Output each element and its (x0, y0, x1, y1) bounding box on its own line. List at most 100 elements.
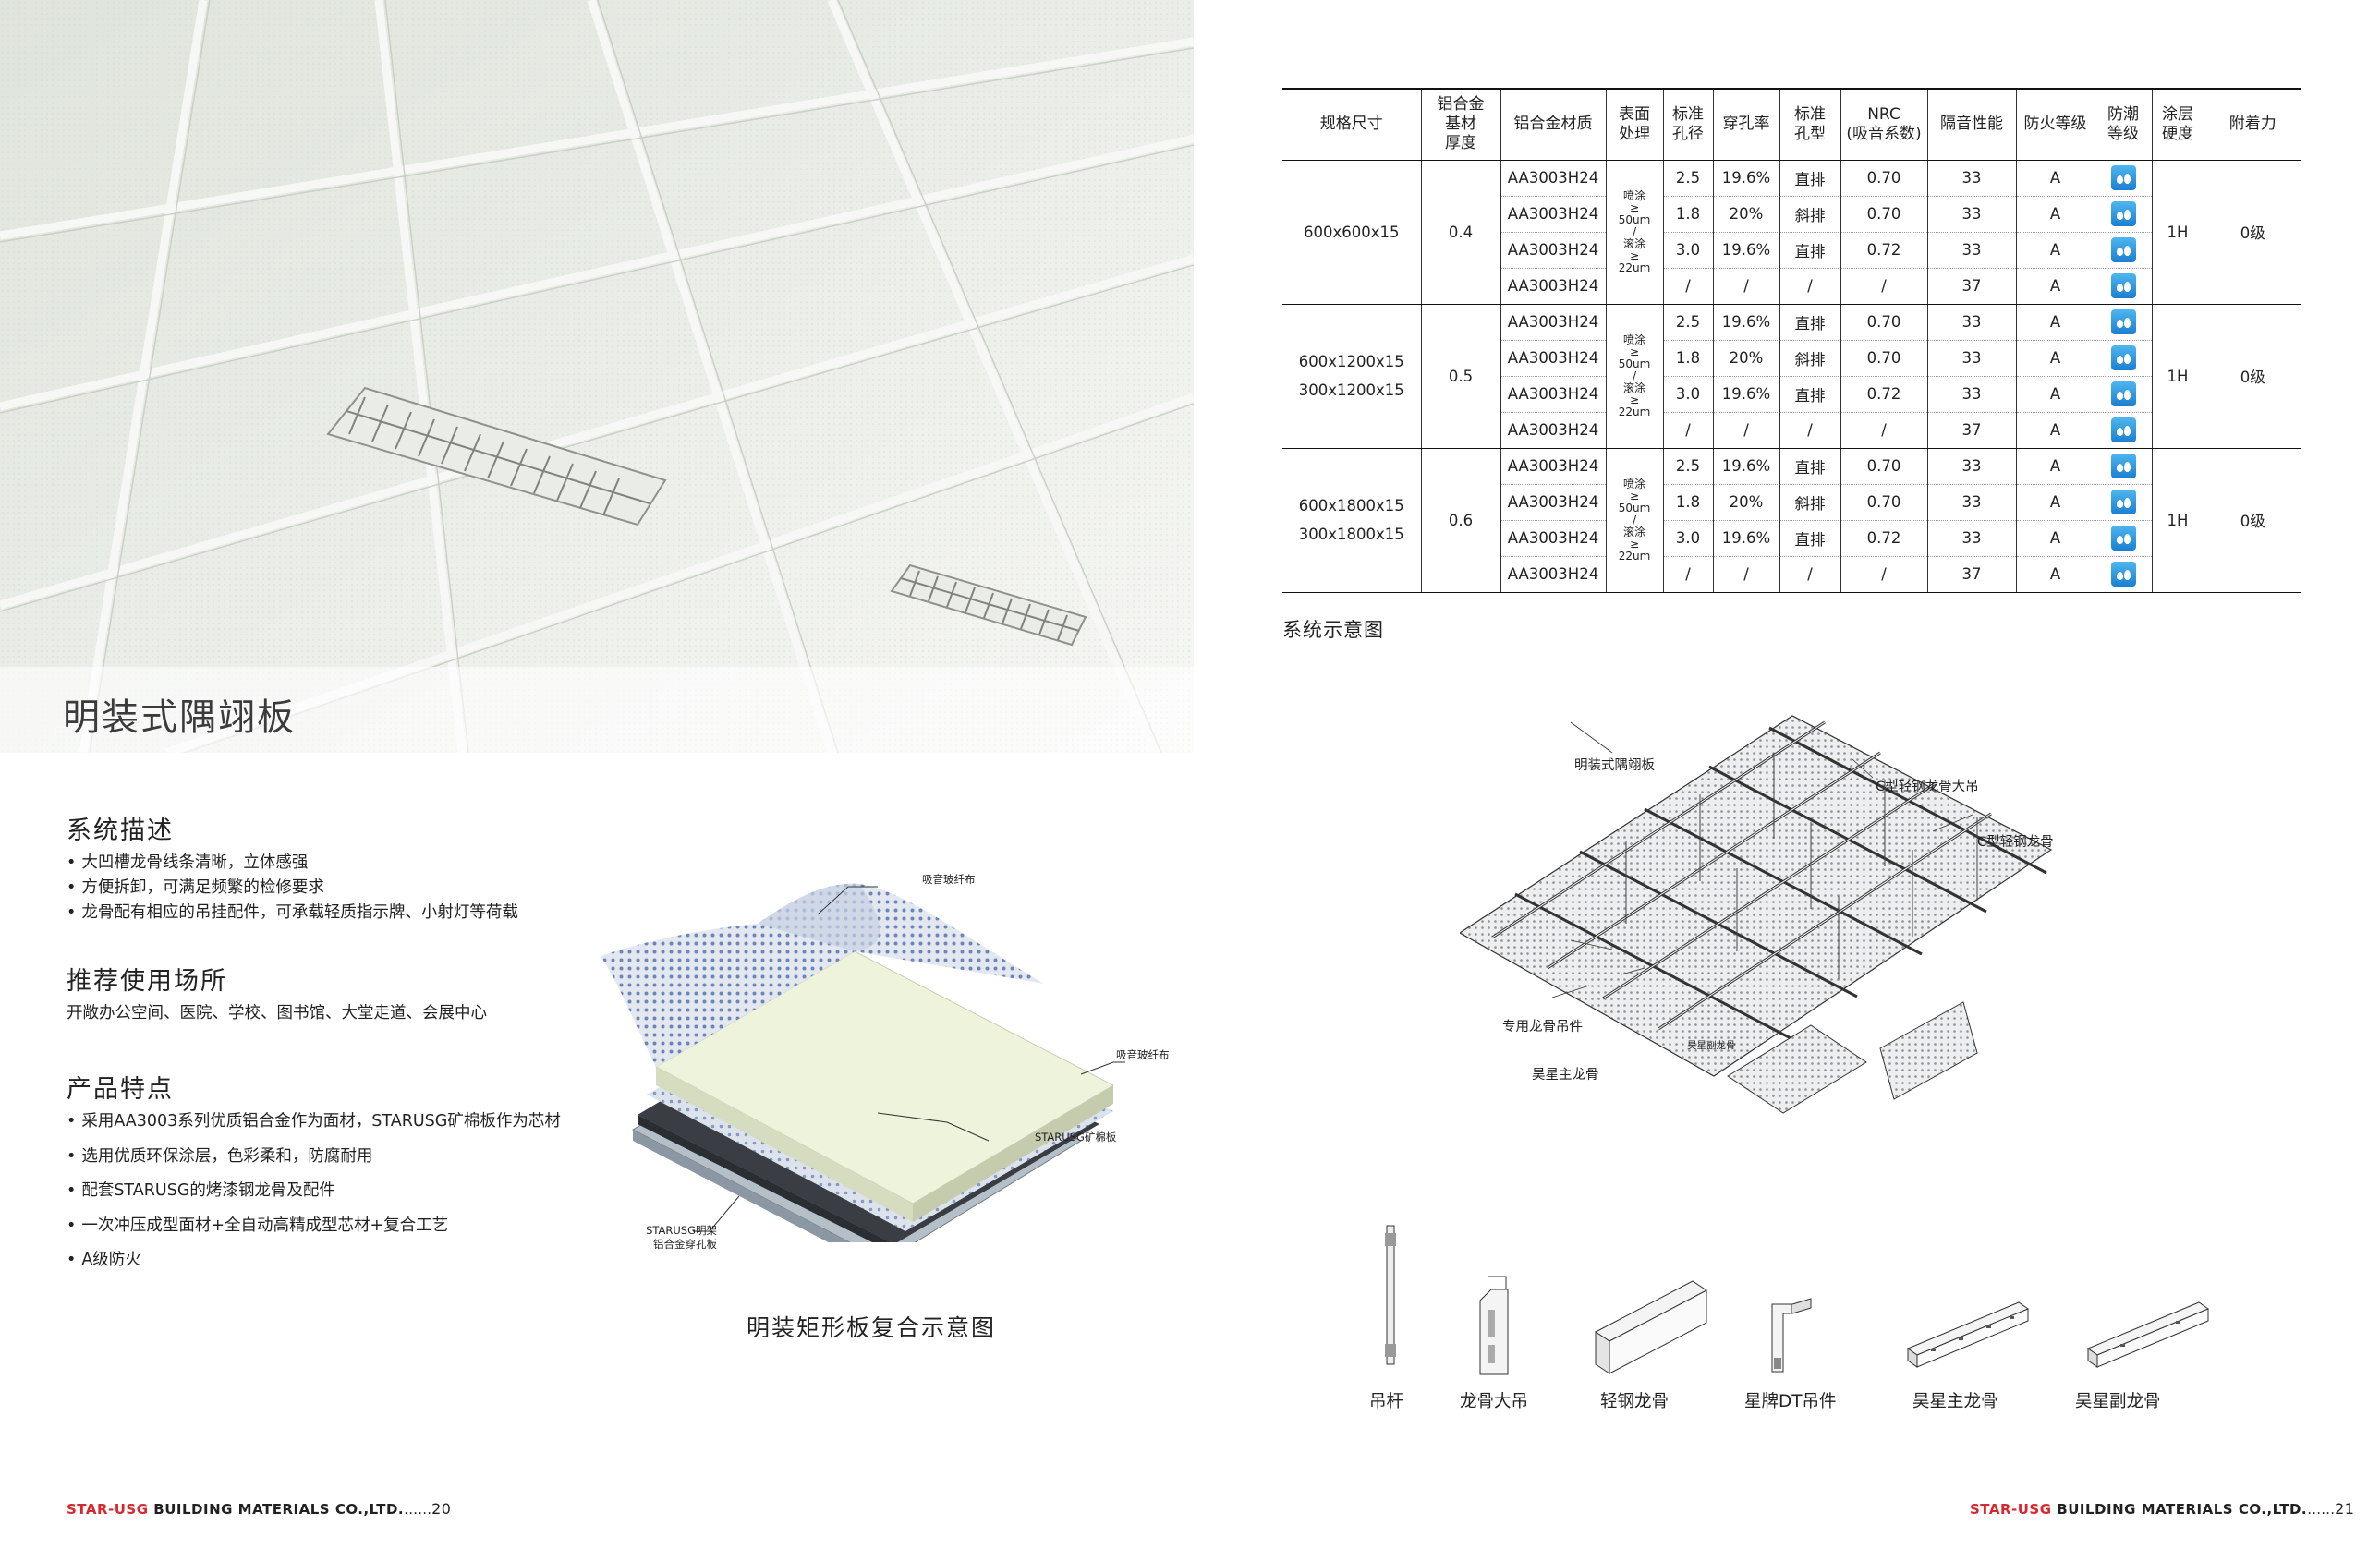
col-material: 铝合金材质 (1500, 88, 1606, 161)
nrc-cell: / (1840, 412, 1927, 449)
system-diagram: 明装式隅翊板 C型轻钢龙骨大吊 C型轻钢龙骨 专用龙骨吊件 昊星副龙骨 昊星主龙… (1458, 711, 2060, 1177)
nrc-cell: / (1840, 268, 1927, 305)
moisture-cell (2094, 412, 2152, 449)
col-moisture: 防潮等级 (2094, 88, 2152, 161)
adhesion-cell: 0级 (2203, 448, 2301, 593)
footer-company: BUILDING MATERIALS CO.,LTD. (148, 1501, 405, 1518)
nrc-cell: 0.70 (1840, 160, 1927, 197)
pattern-cell: 直排 (1779, 448, 1840, 485)
material-cell: AA3003H24 (1500, 160, 1606, 197)
moisture-cell (2094, 520, 2152, 557)
surface-treatment-cell: 喷涂≥50um/滚涂≥22um (1605, 448, 1663, 593)
ceiling-grid-illustration (0, 0, 1194, 753)
material-cell: AA3003H24 (1500, 232, 1606, 269)
moisture-cell (2094, 556, 2152, 593)
composite-caption: 明装矩形板复合示意图 (747, 1314, 997, 1341)
water-drops-icon (2110, 562, 2136, 587)
usage-text: 开敞办公空间、医院、学校、图书馆、大堂走道、会展中心 (67, 1004, 487, 1023)
label-cross-tee: 昊星副龙骨 (1687, 1040, 1736, 1051)
hardness-cell: 1H (2151, 448, 2204, 593)
usage-title: 推荐使用场所 (67, 967, 227, 996)
fire-cell: A (2015, 448, 2095, 485)
pattern-cell: 斜排 (1779, 484, 1840, 521)
pattern-cell: 斜排 (1779, 196, 1840, 233)
nrc-cell: 0.70 (1840, 340, 1927, 377)
part-caption-dt-clip: 星牌DT吊件 (1744, 1392, 1837, 1411)
water-drops-icon (2110, 309, 2136, 334)
water-drops-icon (2110, 526, 2136, 551)
description-title: 系统描述 (67, 817, 174, 845)
rate-cell: 19.6% (1712, 160, 1779, 197)
water-drops-icon (2110, 165, 2136, 190)
fire-cell: A (2015, 340, 2095, 377)
cross-tee-part-drawing (2086, 1301, 2210, 1368)
label-clip: 专用龙骨吊件 (1502, 1020, 1583, 1035)
hardness-cell: 1H (2151, 160, 2204, 305)
diameter-cell: / (1662, 412, 1713, 449)
material-cell: AA3003H24 (1500, 304, 1606, 341)
ceiling-system-illustration (1458, 715, 2053, 1114)
rate-cell: 20% (1712, 196, 1779, 233)
dt-clip-part-drawing (1771, 1298, 1812, 1373)
label-core-board: STARUSG矿棉板 (1035, 1131, 1117, 1144)
label-panel: 明装式隅翊板 (1574, 758, 1655, 773)
layer-stack-illustration (601, 883, 1125, 1272)
page-number: 21 (2335, 1500, 2355, 1518)
footer-company: BUILDING MATERIALS CO.,LTD. (2051, 1501, 2308, 1518)
diameter-cell: 3.0 (1662, 232, 1713, 269)
diameter-cell: 1.8 (1662, 340, 1713, 377)
pattern-cell: 直排 (1779, 232, 1840, 269)
fire-cell: A (2015, 556, 2095, 593)
pattern-cell: 直排 (1779, 376, 1840, 413)
product-title: 明装式隅翊板 (63, 696, 296, 739)
footer-right: STAR-USG BUILDING MATERIALS CO.,LTD.……21 (1970, 1500, 2355, 1518)
list-item: 选用优质环保涂层，色彩柔和，防腐耐用 (67, 1140, 561, 1175)
nrc-cell: 0.72 (1840, 376, 1927, 413)
nrc-cell: 0.70 (1840, 484, 1927, 521)
material-cell: AA3003H24 (1500, 412, 1606, 449)
fire-cell: A (2015, 376, 2095, 413)
nrc-cell: 0.70 (1840, 448, 1927, 485)
features-title: 产品特点 (67, 1075, 174, 1104)
sound-cell: 33 (1926, 160, 2016, 197)
description-list: 大凹槽龙骨线条清晰，立体感强 方便拆卸，可满足频繁的检修要求 龙骨配有相应的吊挂… (67, 851, 518, 926)
nrc-cell: 0.72 (1840, 520, 1927, 557)
adhesion-cell: 0级 (2203, 304, 2301, 449)
moisture-cell (2094, 232, 2152, 269)
sound-cell: 33 (1926, 340, 2016, 377)
material-cell: AA3003H24 (1500, 268, 1606, 305)
rate-cell: / (1712, 412, 1779, 449)
fire-cell: A (2015, 304, 2095, 341)
footer-brand: STAR-USG (67, 1501, 149, 1518)
material-cell: AA3003H24 (1500, 376, 1606, 413)
list-item: 一次冲压成型面材+全自动高精成型芯材+复合工艺 (67, 1209, 561, 1244)
light-fixture-1 (326, 386, 667, 526)
diameter-cell: 3.0 (1662, 520, 1713, 557)
col-sound: 隔音性能 (1926, 88, 2016, 161)
diameter-cell: 3.0 (1662, 376, 1713, 413)
pattern-cell: 直排 (1779, 160, 1840, 197)
label-main-tee: 昊星主龙骨 (1532, 1068, 1599, 1083)
hardness-cell: 1H (2151, 304, 2204, 449)
part-caption-cross-tee: 昊星副龙骨 (2075, 1392, 2161, 1411)
diameter-cell: 2.5 (1662, 160, 1713, 197)
sound-cell: 37 (1926, 268, 2016, 305)
diameter-cell: 1.8 (1662, 484, 1713, 521)
light-fixture-2 (890, 563, 1087, 647)
col-thickness: 铝合金基材厚度 (1420, 88, 1500, 161)
col-pattern: 标准孔型 (1779, 88, 1840, 161)
nrc-cell: 0.72 (1840, 232, 1927, 269)
nrc-cell: 0.70 (1840, 304, 1927, 341)
part-caption-main-tee: 昊星主龙骨 (1912, 1392, 1998, 1411)
rate-cell: 19.6% (1712, 304, 1779, 341)
list-item: 大凹槽龙骨线条清晰，立体感强 (67, 851, 518, 876)
moisture-cell (2094, 160, 2152, 197)
sound-cell: 33 (1926, 232, 2016, 269)
